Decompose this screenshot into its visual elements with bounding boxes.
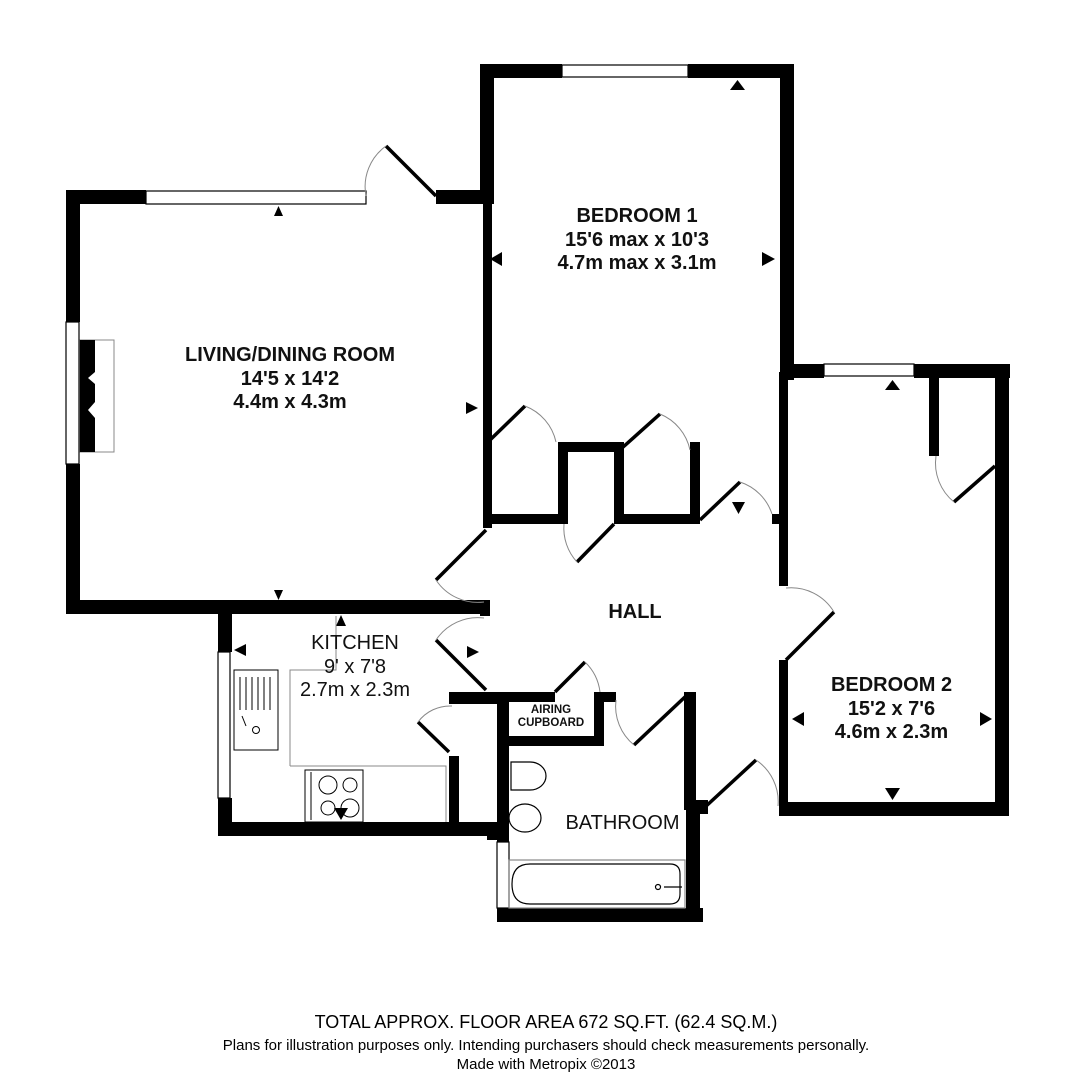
room-name: LIVING/DINING ROOM (185, 344, 395, 366)
dimension-arrows (234, 80, 992, 820)
room-name: BATHROOM (565, 812, 680, 834)
room-name: HALL (608, 601, 662, 623)
room-metric-dims: 2.7m x 2.3m (299, 679, 411, 702)
room-name-line1: AIRING (530, 704, 572, 716)
room-metric-dims: 4.6m x 2.3m (834, 721, 949, 744)
room-name: BEDROOM 2 (830, 674, 953, 696)
door-swings (364, 145, 955, 807)
room-metric-dims: 4.7m max x 3.1m (557, 252, 717, 275)
windows (65, 64, 915, 909)
room-name: KITCHEN (311, 632, 399, 654)
bathroom-fixtures (508, 761, 686, 909)
total-floor-area: TOTAL APPROX. FLOOR AREA 672 SQ.FT. (62.… (314, 1012, 778, 1032)
fireplace (79, 339, 115, 453)
room-label-bedroom1: BEDROOM 1 15'6 max x 10'3 4.7m max x 3.1… (494, 205, 780, 276)
credit: Made with Metropix ©2013 (456, 1056, 636, 1073)
room-imperial-dims: 15'6 max x 10'3 (564, 228, 710, 251)
disclaimer: Plans for illustration purposes only. In… (222, 1037, 870, 1054)
room-imperial-dims: 14'5 x 14'2 (240, 367, 340, 390)
doors (384, 144, 997, 810)
room-imperial-dims: 15'2 x 7'6 (847, 697, 936, 720)
room-label-kitchen: KITCHEN 9' x 7'8 2.7m x 2.3m (270, 632, 440, 703)
room-name: BEDROOM 1 (576, 205, 698, 227)
room-metric-dims: 4.4m x 4.3m (233, 391, 347, 414)
walls (66, 64, 1010, 922)
room-imperial-dims: 9' x 7'8 (323, 655, 387, 678)
room-label-bedroom2: BEDROOM 2 15'2 x 7'6 4.6m x 2.3m (788, 674, 995, 745)
kitchen-fixtures (233, 616, 447, 823)
room-label-airing-cupboard: AIRING CUPBOARD (508, 704, 594, 730)
room-label-hall: HALL (585, 601, 685, 625)
room-name-line2: CUPBOARD (517, 717, 585, 730)
room-label-living: LIVING/DINING ROOM 14'5 x 14'2 4.4m x 4.… (140, 344, 440, 415)
room-label-bathroom: BATHROOM (555, 812, 690, 836)
